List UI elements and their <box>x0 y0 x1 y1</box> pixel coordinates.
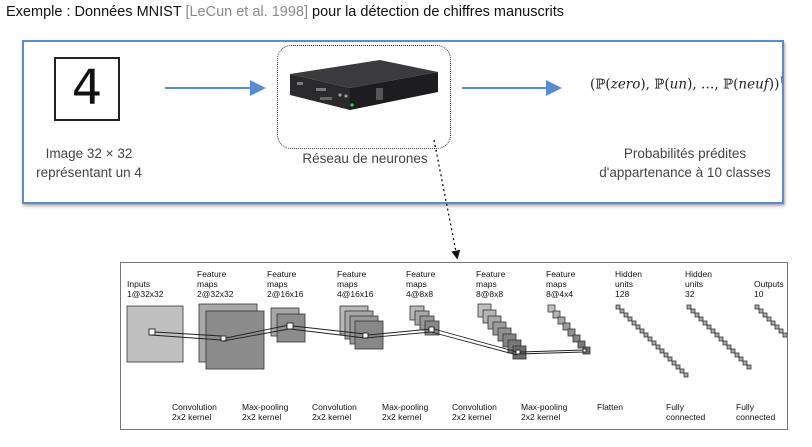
cnn-top-label: Feature maps 2@16x16 <box>267 269 304 299</box>
cnn-bottom-label: Max-pooling 2x2 kernel <box>242 402 289 422</box>
formula-part: un <box>669 76 688 93</box>
feature-map <box>547 304 556 313</box>
output-caption-line2: d'appartenance à 10 classes <box>599 165 771 180</box>
formula-part: ), …, ℙ( <box>687 76 739 93</box>
output-caption: Probabilités prédites d'appartenance à 1… <box>590 144 780 182</box>
formula-part: ( <box>590 76 596 93</box>
neural-network-box <box>277 45 451 149</box>
cnn-top-label: Hidden units 32 <box>685 269 712 299</box>
feature-map <box>567 328 576 337</box>
cnn-diagram <box>126 303 787 378</box>
feature-map <box>557 316 566 325</box>
feature-map <box>276 313 306 343</box>
feature-map <box>577 340 586 349</box>
hidden-units-32 <box>686 304 752 370</box>
cnn-bottom-label: Max-pooling 2x2 kernel <box>382 402 429 422</box>
probability-formula: (ℙ(zero), ℙ(un), …, ℙ(neuf))⊺ <box>590 76 784 93</box>
title-suffix: pour la détection de chiffres manuscrits <box>308 4 565 20</box>
cnn-top-label: Feature maps 8@8x8 <box>476 269 506 299</box>
input-caption-line2: représentant un 4 <box>36 165 142 180</box>
cnn-bottom-label: Convolution 2x2 kernel <box>452 402 497 422</box>
cnn-top-label: Feature maps 4@16x16 <box>337 269 374 299</box>
cnn-architecture-panel: Inputs 1@32x32 Feature maps 2@32x32 Feat… <box>120 262 788 430</box>
hidden-units-128 <box>615 304 689 378</box>
cnn-bottom-label: Fully connected <box>666 402 706 422</box>
formula-transpose: ⊺ <box>779 76 785 86</box>
neural-network-device-icon <box>290 60 438 110</box>
cnn-bottom-label: Convolution 2x2 kernel <box>172 402 217 422</box>
digit-glyph: 4 <box>71 60 103 116</box>
input-caption-line1: Image 32 × 32 <box>45 146 133 161</box>
slide-title: Exemple : Données MNIST [LeCun et al. 19… <box>6 4 564 20</box>
formula-part: )) <box>768 76 780 93</box>
cnn-top-label: Feature maps 2@32x32 <box>197 269 234 299</box>
cnn-bottom-label: Max-pooling 2x2 kernel <box>521 402 568 422</box>
title-prefix: Exemple : Données MNIST <box>6 4 186 20</box>
feature-map <box>562 322 571 331</box>
formula-part: zero <box>610 76 641 93</box>
title-citation: [LeCun et al. 1998] <box>185 4 308 20</box>
cnn-top-label: Feature maps 4@8x8 <box>406 269 436 299</box>
formula-part: ), ℙ( <box>640 76 670 93</box>
feature-map <box>572 334 581 343</box>
cnn-top-label: Hidden units 128 <box>615 269 642 299</box>
output-units-10 <box>754 304 787 338</box>
cnn-bottom-label: Convolution 2x2 kernel <box>312 402 357 422</box>
output-caption-line1: Probabilités prédites <box>623 146 747 161</box>
cnn-bottom-label: Fully connected <box>736 402 776 422</box>
cnn-top-label: Outputs 10 <box>754 279 784 299</box>
cnn-bottom-label: Flatten <box>597 402 623 412</box>
dotted-connector <box>433 139 461 260</box>
mnist-digit-image: 4 <box>54 57 120 121</box>
input-caption: Image 32 × 32 représentant un 4 <box>14 144 164 182</box>
connection-lines <box>148 322 587 356</box>
feature-map <box>552 310 561 319</box>
cnn-top-label: Feature maps 8@4x4 <box>546 269 576 299</box>
cnn-top-label: Inputs 1@32x32 <box>127 279 164 299</box>
network-caption: Réseau de neurones <box>302 151 428 166</box>
formula-part: ℙ( <box>595 76 611 93</box>
formula-part: neuf <box>738 76 769 93</box>
